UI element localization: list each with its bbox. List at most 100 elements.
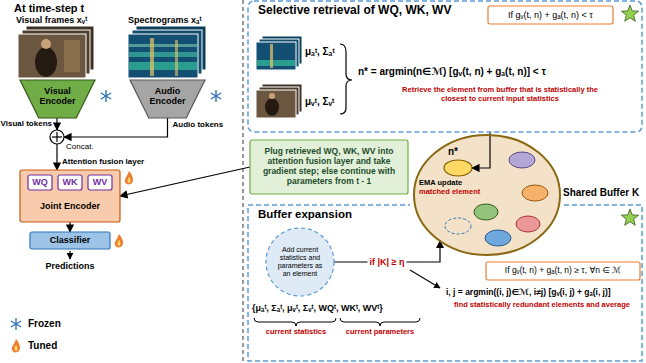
- retrieval-panel-shape: [248, 1, 642, 132]
- action-box: Plug retrieved WQ, WK, WV into attention…: [250, 140, 408, 194]
- node-label: WQ: [32, 177, 48, 187]
- frame-figure: [265, 98, 279, 116]
- connector-arrow: [56, 118, 57, 130]
- flame: [125, 171, 133, 184]
- spectrogram-band: [270, 44, 273, 68]
- snowflake-stroke: [211, 93, 221, 99]
- formula: i, j = argmin((i, j)∈ℳ, i≠j) [gᵥ(i, j) +…: [446, 288, 640, 298]
- buffer-element: [509, 152, 535, 168]
- node-label: If gᵥ(t, n) + gₐ(t, n) ≥ τ, ∀n ∈ ℳ: [505, 266, 621, 276]
- edge-label: Visual tokens: [1, 119, 52, 128]
- heading-label: Shared Buffer K: [563, 187, 639, 199]
- legend-item: Tuned: [28, 340, 57, 351]
- frame: [256, 90, 296, 118]
- snowflake-stroke: [211, 93, 221, 99]
- formula: n* = argmin(n∈ℳ) [gᵥ(t, n) + gₐ(t, n)] <…: [358, 66, 638, 78]
- frame-figure: [41, 39, 51, 49]
- encoder-block-shape: [130, 80, 205, 118]
- pointer-arrow: [410, 270, 440, 288]
- flame: [115, 234, 123, 247]
- node-label: Selective retrieval of WQ, WK, WV: [258, 4, 451, 18]
- concat-symbol: Concat.: [50, 130, 64, 144]
- grouping-brace: [340, 44, 352, 114]
- flame: [12, 339, 20, 352]
- buffer-element: [474, 204, 498, 220]
- weight-box: WV: [88, 175, 112, 190]
- fire-icon: [12, 339, 20, 352]
- snowflake-stroke: [101, 93, 111, 99]
- joint-encoder-shape: [20, 170, 120, 222]
- weight-box-shape: [28, 175, 52, 190]
- annotation-note: current parameters: [337, 328, 423, 337]
- flame-core: [118, 240, 121, 246]
- snowflake-icon: [211, 90, 221, 102]
- shared-buffer-shape: [414, 135, 560, 255]
- node-label: Add current statistics and parameters as…: [275, 246, 325, 278]
- output-arrow: [69, 251, 70, 259]
- video-frames: [18, 26, 94, 78]
- joint-encoder: Attention fusion layerJoint EncoderWQWKW…: [20, 170, 120, 222]
- node-label: If gᵥ(t, n) + gₐ(t, n) < τ: [508, 10, 593, 20]
- input-label: Spectrograms xₐᵗ: [128, 15, 201, 25]
- encoder-block: Visual Encoder: [20, 80, 95, 118]
- flame-core: [15, 345, 18, 351]
- star-icon: [621, 5, 638, 21]
- mini-video-frames: [256, 84, 302, 118]
- action-box-shape: [250, 140, 408, 194]
- new-buffer-element: [445, 218, 471, 234]
- condition-box: If gᵥ(t, n) + gₐ(t, n) ≥ τ, ∀n ∈ ℳ: [486, 262, 640, 280]
- mini-spectrograms: [256, 36, 302, 70]
- matched-element-outline: [444, 160, 472, 176]
- underbrace: [340, 318, 420, 326]
- legend-label: Frozen: [28, 318, 61, 329]
- snowflake-icon: [11, 318, 21, 330]
- node-label: WV: [93, 177, 108, 187]
- buffer-element: [516, 216, 540, 232]
- legend-item: Frozen: [28, 318, 61, 329]
- concat-symbol-shape: [50, 130, 64, 144]
- new-element-circle-shape: [266, 228, 334, 296]
- spectrogram-band: [257, 60, 295, 66]
- heading-label: n*: [448, 146, 458, 158]
- condition-box-shape: [486, 262, 640, 280]
- matched-element: n*: [444, 160, 472, 176]
- node-label: Classifier: [50, 235, 91, 245]
- frame-detail: [64, 40, 80, 72]
- spectrogram-band: [129, 52, 197, 57]
- weight-box: WK: [58, 175, 82, 190]
- annotation-note: Retrieve the element from buffer that is…: [390, 86, 610, 103]
- snowflake-stroke: [11, 321, 21, 327]
- node-label: Plug retrieved WQ, WK, WV into attention…: [256, 147, 402, 186]
- matched-element-shape: [444, 160, 472, 176]
- weight-box-shape: [58, 175, 82, 190]
- encoder-block: Audio Encoder: [130, 80, 205, 118]
- edge-label: Audio tokens: [173, 120, 224, 129]
- underbrace: [254, 318, 336, 326]
- annotation-note: EMA update: [419, 179, 462, 188]
- output-label: Predictions: [35, 261, 105, 271]
- legend-label: Tuned: [28, 340, 57, 351]
- connector-arrow: [64, 118, 168, 137]
- connector-arrow: [120, 167, 250, 196]
- annotation-note: current statistics: [254, 328, 338, 337]
- spectrogram-band: [150, 38, 154, 76]
- frame-figure: [269, 93, 275, 99]
- snowflake-stroke: [11, 321, 21, 327]
- node-label: Buffer expansion: [258, 208, 352, 221]
- connector-arrow: [69, 222, 70, 232]
- annotation-note: find statistically redundant elements an…: [452, 301, 632, 310]
- snowflake-stroke: [101, 93, 111, 99]
- formula: {μₐᵗ, Σₐᵗ, μᵥᵗ, Σᵥᵗ, WQᵗ, WKᵗ, WVᵗ}: [252, 303, 383, 313]
- fire-icon: [115, 234, 123, 247]
- buffer-fill: [414, 135, 560, 255]
- connector-arrow: [56, 144, 57, 170]
- condition-box: If gᵥ(t, n) + gₐ(t, n) < τ: [488, 6, 613, 24]
- spectrogram: [256, 42, 296, 70]
- heading-label: Attention fusion layer: [62, 157, 144, 166]
- expansion-panel: Buffer expansion If gᵥ(t, n) + gₐ(t, n) ≥…: [248, 205, 642, 361]
- new-element-circle: Add current statistics and parameters as…: [266, 228, 334, 296]
- condition-box-shape: [488, 6, 613, 24]
- statistics-label: μᵥᵗ, Σᵥᵗ: [305, 96, 334, 108]
- node-label: WK: [63, 177, 78, 187]
